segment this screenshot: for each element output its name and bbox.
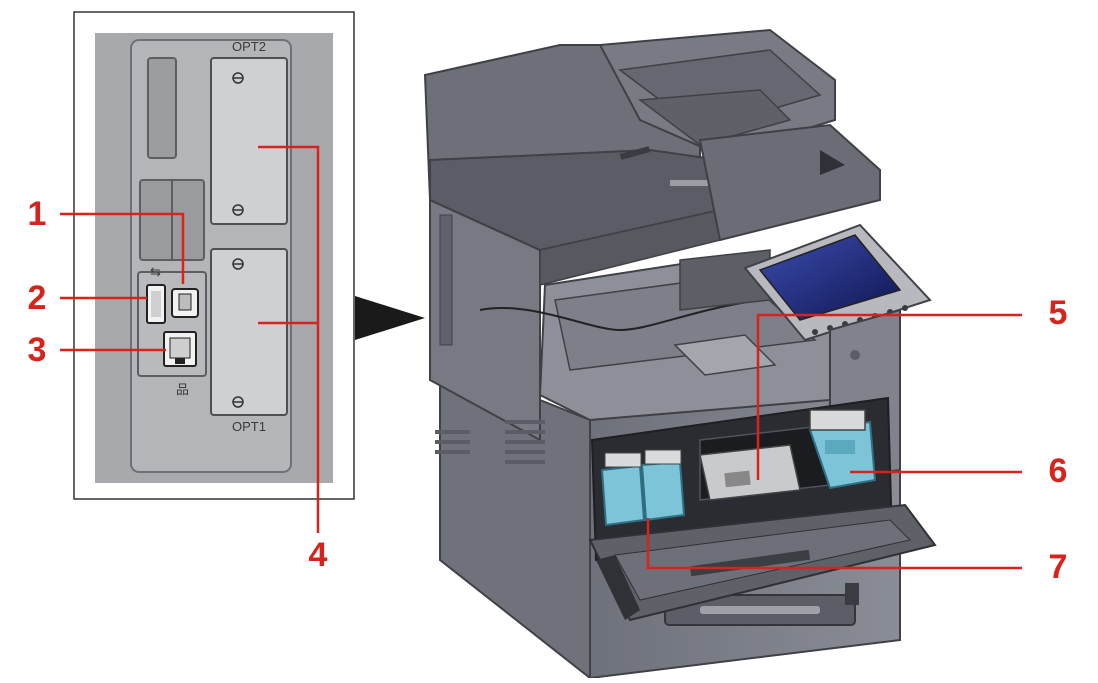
- callout-3: 3: [27, 331, 47, 369]
- pointer-arrow-icon: [355, 296, 425, 340]
- svg-text:⇆: ⇆: [150, 264, 161, 279]
- opt1-slot-cover: [210, 248, 288, 416]
- leader-line-4-upper: [258, 145, 320, 533]
- mfp-device: [423, 28, 937, 681]
- callout-1: 1: [27, 195, 47, 233]
- opt2-label: OPT2: [232, 39, 266, 54]
- leader-line-1: [60, 212, 185, 284]
- callout-2: 2: [27, 279, 47, 317]
- callout-5: 5: [1048, 294, 1068, 332]
- interface-panel-inset: ⇆ 品 OPT2 OPT1: [73, 11, 355, 500]
- leader-line-5: [756, 313, 1022, 480]
- waste-toner-box: [699, 444, 801, 501]
- vertical-slot: [147, 57, 177, 159]
- callout-6: 6: [1048, 452, 1068, 490]
- callout-4: 4: [308, 536, 328, 574]
- leader-line-7: [646, 518, 1022, 570]
- touch-screen: [758, 234, 902, 321]
- toner-container-icon: [600, 464, 646, 527]
- leader-lines: [60, 145, 1022, 570]
- opt1-label: OPT1: [232, 419, 266, 434]
- callout-7: 7: [1048, 548, 1068, 586]
- svg-text:品: 品: [176, 382, 189, 397]
- toner-container-icon: [640, 460, 686, 522]
- opt2-slot-cover: [210, 57, 288, 225]
- paper-gauge: [845, 583, 859, 605]
